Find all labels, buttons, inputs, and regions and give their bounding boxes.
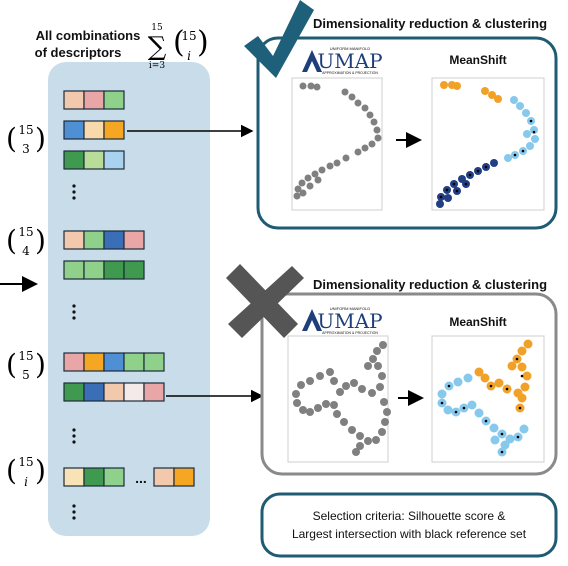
descriptor-cell bbox=[83, 382, 105, 402]
sum-symbol: ∑ bbox=[148, 32, 167, 62]
descriptor-cell bbox=[83, 467, 105, 487]
binom-3-bottom: 3 bbox=[22, 142, 30, 156]
descriptor-cell bbox=[103, 230, 125, 250]
descriptor-cell bbox=[63, 150, 85, 170]
bottom-umap-plot bbox=[287, 335, 389, 463]
descriptor-cell bbox=[103, 260, 125, 280]
descriptor-cell bbox=[123, 382, 145, 402]
umap-logo-2: UNIFORM MANIFOLD UMAP APPROXIMATION & PR… bbox=[302, 306, 383, 335]
svg-text:(: ( bbox=[6, 224, 17, 257]
binom-4-top: 15 bbox=[18, 225, 33, 239]
selection-criteria-line1: Selection criteria: Silhouette score & bbox=[313, 509, 506, 523]
descriptor-cell bbox=[103, 467, 125, 487]
descriptor-cell bbox=[83, 230, 105, 250]
descriptor-cell bbox=[63, 352, 85, 372]
descriptor-cell bbox=[173, 467, 195, 487]
binom-i-top: 15 bbox=[18, 455, 33, 469]
binom-group-4: ( 15 4 ) bbox=[6, 224, 46, 258]
descriptor-cell bbox=[103, 382, 125, 402]
descriptor-cell bbox=[103, 90, 125, 110]
top-result-panel: Dimensionality reduction & clustering UN… bbox=[256, 16, 558, 230]
svg-text:): ) bbox=[35, 224, 46, 257]
descriptor-cell bbox=[83, 120, 105, 140]
top-meanshift-plot bbox=[431, 77, 545, 211]
svg-text:(: ( bbox=[6, 122, 17, 155]
sum-lower-limit: i=3 bbox=[149, 61, 165, 71]
descriptor-cell bbox=[63, 260, 85, 280]
descriptor-cell bbox=[63, 120, 85, 140]
descriptor-cell bbox=[83, 260, 105, 280]
descriptor-cell bbox=[83, 150, 105, 170]
row-ellipsis: ... bbox=[135, 470, 147, 486]
umap-logo-2-text: UMAP bbox=[317, 309, 382, 333]
binom-right-paren: ) bbox=[197, 25, 209, 60]
bottom-umap-points bbox=[292, 341, 391, 456]
descriptor-cell bbox=[103, 120, 125, 140]
descriptor-cell bbox=[63, 230, 85, 250]
bottom-meanshift-points bbox=[437, 339, 533, 457]
descriptor-cell bbox=[123, 230, 145, 250]
top-umap-plot bbox=[291, 77, 383, 211]
svg-text:(: ( bbox=[6, 348, 17, 381]
sum-binom-bottom: i bbox=[187, 49, 191, 63]
umap-logo-2-bottom: APPROXIMATION & PROJECTION bbox=[322, 331, 378, 335]
binom-left-paren: ( bbox=[173, 25, 185, 60]
svg-text:): ) bbox=[35, 122, 46, 155]
top-panel-method: MeanShift bbox=[449, 53, 506, 67]
svg-text:): ) bbox=[35, 348, 46, 381]
binom-group-5: ( 15 5 ) bbox=[6, 348, 46, 382]
top-meanshift-points bbox=[436, 81, 539, 208]
umap-logo-top: UNIFORM MANIFOLD bbox=[330, 46, 371, 51]
descriptor-cell bbox=[153, 467, 175, 487]
bottom-panel-title: Dimensionality reduction & clustering bbox=[313, 277, 547, 292]
bottom-panel-method: MeanShift bbox=[449, 315, 506, 329]
summation-formula: 15 ∑ i=3 ( 15 i ) bbox=[148, 23, 209, 71]
descriptor-cell bbox=[63, 382, 85, 402]
header-line1: All combinations bbox=[36, 28, 141, 43]
top-panel-title: Dimensionality reduction & clustering bbox=[313, 16, 547, 31]
descriptor-rows bbox=[63, 90, 195, 487]
svg-text:): ) bbox=[35, 454, 46, 487]
umap-logo: UNIFORM MANIFOLD UMAP APPROXIMATION & PR… bbox=[302, 46, 383, 75]
umap-logo-bottom: APPROXIMATION & PROJECTION bbox=[322, 71, 378, 75]
binom-3-top: 15 bbox=[18, 123, 33, 137]
bottom-result-panel: Dimensionality reduction & clustering UN… bbox=[260, 277, 558, 476]
selection-criteria-box: Selection criteria: Silhouette score & L… bbox=[260, 492, 558, 558]
descriptor-cell bbox=[123, 260, 145, 280]
binom-i-bottom: i bbox=[24, 475, 28, 489]
check-icon bbox=[244, 0, 314, 78]
binom-4-bottom: 4 bbox=[22, 244, 30, 258]
descriptor-combinations-panel bbox=[48, 62, 210, 536]
header-line2: of descriptors bbox=[35, 45, 122, 60]
descriptor-cell bbox=[143, 382, 165, 402]
descriptor-cell bbox=[63, 467, 85, 487]
descriptor-cell bbox=[123, 352, 145, 372]
sum-binom-top: 15 bbox=[181, 29, 196, 43]
descriptor-cell bbox=[83, 352, 105, 372]
umap-logo-2-top: UNIFORM MANIFOLD bbox=[330, 306, 371, 311]
binom-5-top: 15 bbox=[18, 349, 33, 363]
binom-5-bottom: 5 bbox=[22, 368, 30, 382]
descriptor-cell bbox=[83, 90, 105, 110]
top-umap-points bbox=[293, 82, 382, 200]
descriptor-cell bbox=[63, 90, 85, 110]
binom-group-3: ( 15 3 ) bbox=[6, 122, 46, 156]
cross-icon bbox=[226, 264, 304, 338]
svg-text:(: ( bbox=[6, 454, 17, 487]
selection-criteria-line2: Largest intersection with black referenc… bbox=[292, 527, 527, 541]
binom-group-i: ( 15 i ) bbox=[6, 454, 46, 489]
vertical-ellipses bbox=[72, 184, 76, 520]
descriptor-cell bbox=[143, 352, 165, 372]
descriptor-cell bbox=[103, 352, 125, 372]
umap-logo-text: UMAP bbox=[317, 49, 382, 73]
bottom-meanshift-plot bbox=[431, 335, 545, 463]
sum-upper-limit: 15 bbox=[151, 23, 163, 33]
descriptor-cell bbox=[103, 150, 125, 170]
